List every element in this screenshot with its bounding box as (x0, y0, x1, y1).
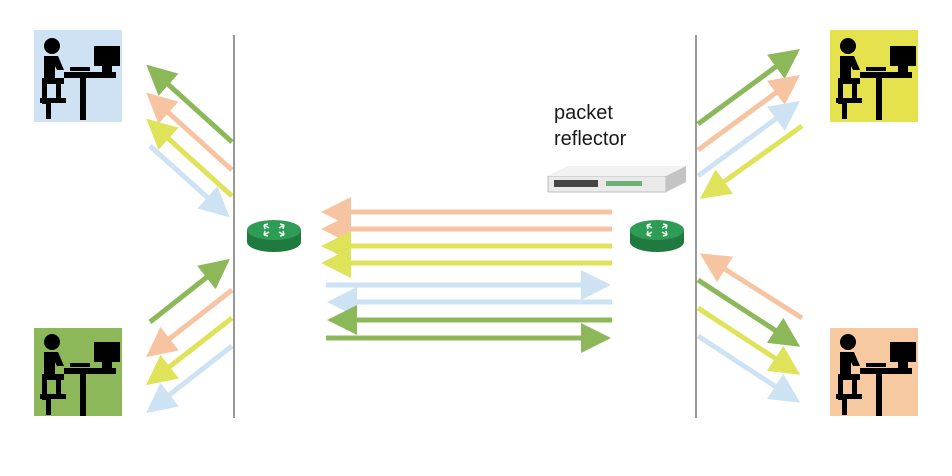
arrow-blue (696, 101, 801, 179)
router-icon (246, 219, 302, 253)
arrow-green (148, 258, 230, 324)
arrow-blue (146, 344, 234, 414)
arrow-yellow (146, 316, 234, 386)
arrow-blue (148, 144, 230, 218)
arrow-yellow (696, 305, 801, 375)
reflector-label-line2: reflector (554, 128, 627, 150)
arrow-green (696, 277, 801, 347)
network-switch-icon (547, 166, 686, 193)
arrow-green (696, 49, 801, 127)
arrow-yellow (146, 118, 234, 198)
arrow-yellow (699, 123, 804, 199)
host-top-right (830, 30, 918, 122)
arrow-blue (696, 333, 801, 403)
arrow-orange (146, 288, 234, 358)
host-top-left (34, 30, 122, 122)
arrow-green (146, 64, 234, 144)
arrow-orange (696, 75, 801, 153)
host-bottom-left (34, 328, 122, 416)
reflector-label-line1: packet (554, 102, 613, 124)
arrow-orange (699, 253, 804, 321)
router-icon (629, 219, 685, 253)
host-bottom-right (830, 328, 918, 416)
reflector-label: packet reflector (554, 100, 626, 152)
arrow-orange (146, 92, 234, 172)
